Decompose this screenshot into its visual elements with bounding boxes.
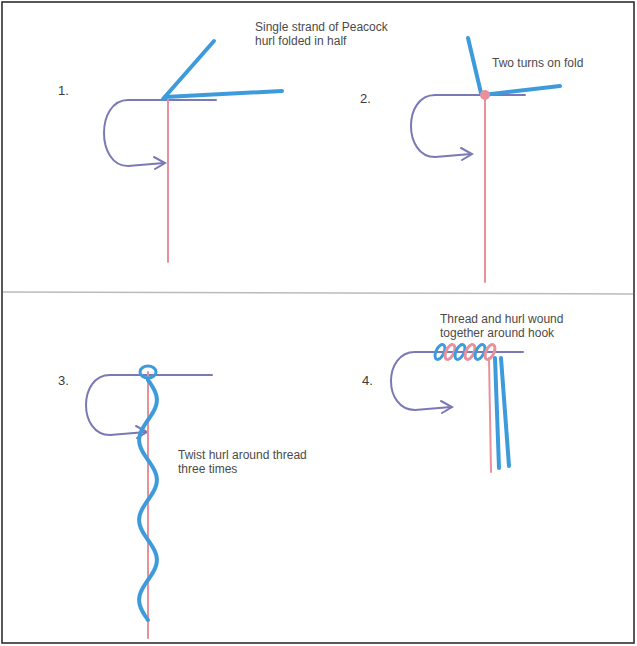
instruction-note: Two turns on fold [492, 56, 583, 70]
tying-thread [489, 358, 491, 472]
tying-thread [167, 100, 169, 262]
step-number: 4. [362, 374, 373, 388]
hook-point [441, 401, 452, 413]
hook [104, 100, 216, 166]
instruction-note: Thread and hurl wound together around ho… [440, 312, 585, 340]
step-number: 3. [58, 374, 69, 388]
panel-divider [3, 292, 633, 294]
step-number: 2. [360, 92, 371, 106]
hook [411, 95, 525, 157]
peacock-hurl [163, 41, 214, 99]
hurl-wraps [433, 343, 497, 361]
peacock-hurl [501, 358, 509, 466]
thread-turns [480, 90, 490, 100]
peacock-hurl [165, 91, 282, 97]
tying-thread [484, 96, 486, 282]
tying-thread [147, 372, 149, 638]
twisted-hurl [139, 380, 157, 620]
step-number: 1. [58, 84, 69, 98]
hook-point [461, 148, 472, 160]
instruction-note: Twist hurl around thread three times [178, 448, 328, 476]
instruction-note: Single strand of Peacock hurl folded in … [255, 20, 400, 48]
peacock-hurl [495, 358, 499, 468]
hook-point [154, 157, 165, 169]
peacock-hurl [483, 86, 560, 95]
peacock-hurl [468, 38, 481, 93]
hurl-fold [140, 366, 156, 378]
